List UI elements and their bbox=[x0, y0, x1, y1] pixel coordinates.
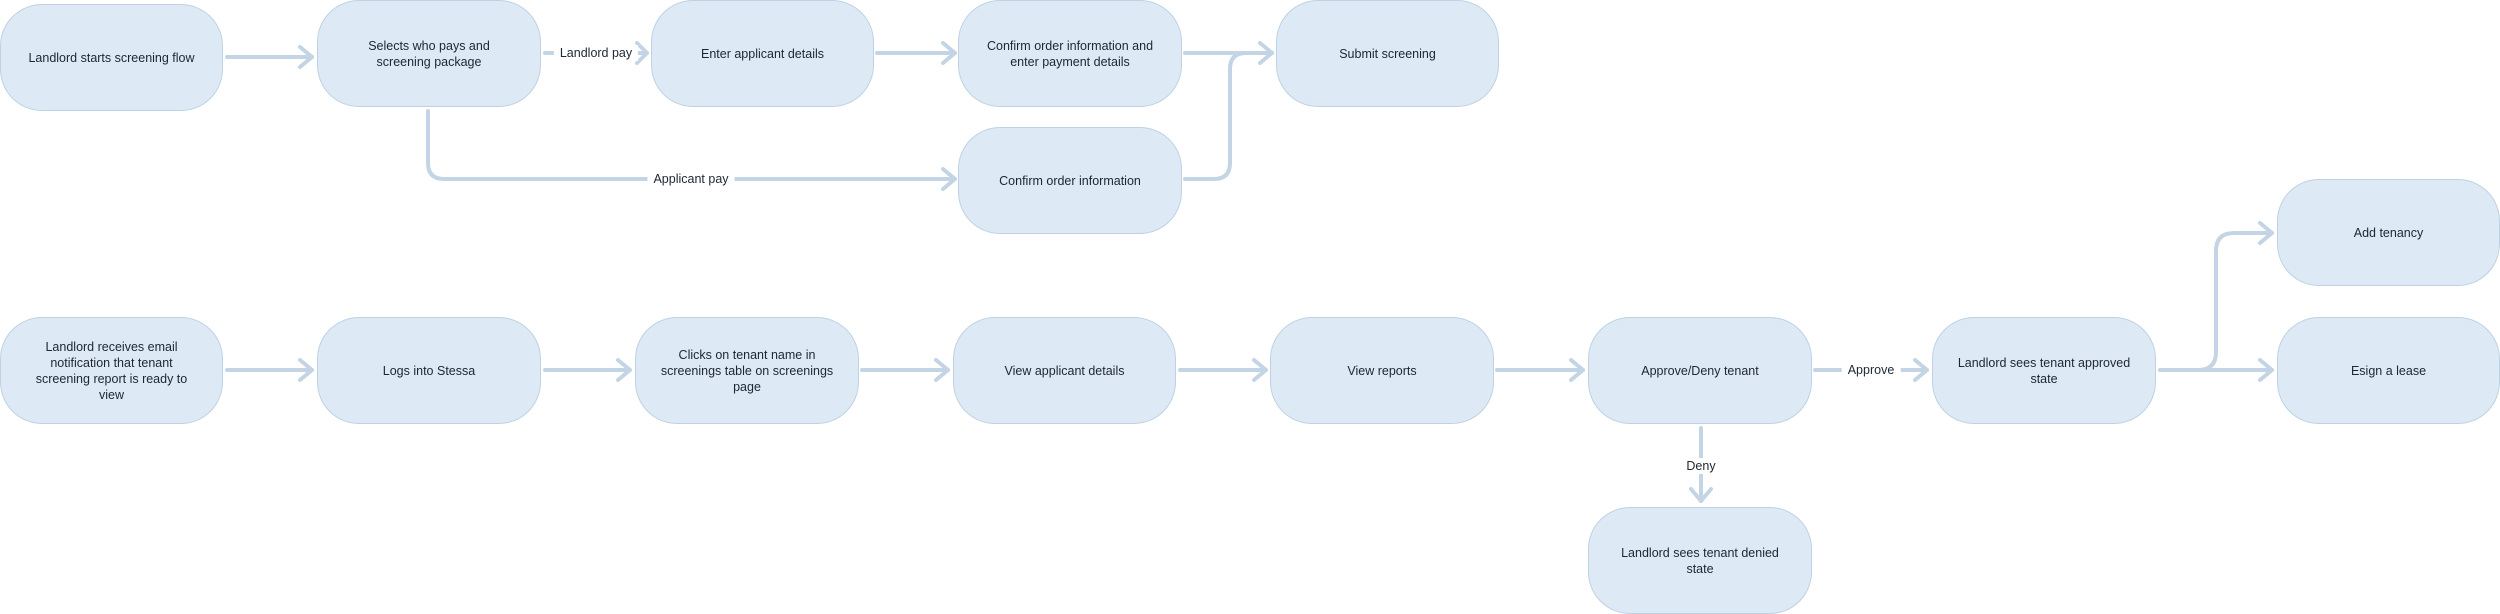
edge-confirm-order-to-submit bbox=[1183, 51, 1274, 181]
node-clicks-tenant-name: Clicks on tenant name in screenings tabl… bbox=[635, 317, 859, 424]
edge-view-reports-to-approve-deny bbox=[1495, 358, 1585, 382]
edge-enter-to-confirm-payment bbox=[875, 41, 957, 65]
node-landlord-starts-screening: Landlord starts screening flow bbox=[0, 4, 223, 111]
node-logs-into-stessa: Logs into Stessa bbox=[317, 317, 541, 424]
edge-label-landlord-pay: Landlord pay bbox=[553, 45, 639, 61]
edge-email-to-logs-in bbox=[225, 358, 314, 382]
node-view-applicant-details: View applicant details bbox=[953, 317, 1176, 424]
edge-label-approve: Approve bbox=[1841, 362, 1901, 378]
node-esign-lease: Esign a lease bbox=[2277, 317, 2500, 424]
edge-approved-to-add-tenancy bbox=[2158, 221, 2274, 372]
edge-start-to-selects bbox=[225, 45, 314, 69]
edge-view-applicant-to-view-reports bbox=[1178, 358, 1268, 382]
edge-label-deny: Deny bbox=[1680, 458, 1722, 474]
node-confirm-order-information: Confirm order information bbox=[958, 127, 1182, 234]
node-view-reports: View reports bbox=[1270, 317, 1494, 424]
edge-clicks-to-view-applicant bbox=[860, 358, 950, 382]
node-selects-who-pays: Selects who pays and screening package bbox=[317, 0, 541, 107]
node-landlord-email-notification: Landlord receives email notification tha… bbox=[0, 317, 223, 424]
node-approve-deny-tenant: Approve/Deny tenant bbox=[1588, 317, 1812, 424]
edge-logs-in-to-clicks bbox=[543, 358, 632, 382]
edge-label-applicant-pay: Applicant pay bbox=[647, 171, 735, 187]
node-enter-applicant-details: Enter applicant details bbox=[651, 0, 874, 107]
node-confirm-order-and-payment: Confirm order information and enter paym… bbox=[958, 0, 1182, 107]
node-submit-screening: Submit screening bbox=[1276, 0, 1499, 107]
node-landlord-sees-denied: Landlord sees tenant denied state bbox=[1588, 507, 1812, 614]
node-landlord-sees-approved: Landlord sees tenant approved state bbox=[1932, 317, 2156, 424]
node-add-tenancy: Add tenancy bbox=[2277, 179, 2500, 286]
edge-selects-to-confirm-order bbox=[426, 109, 957, 191]
